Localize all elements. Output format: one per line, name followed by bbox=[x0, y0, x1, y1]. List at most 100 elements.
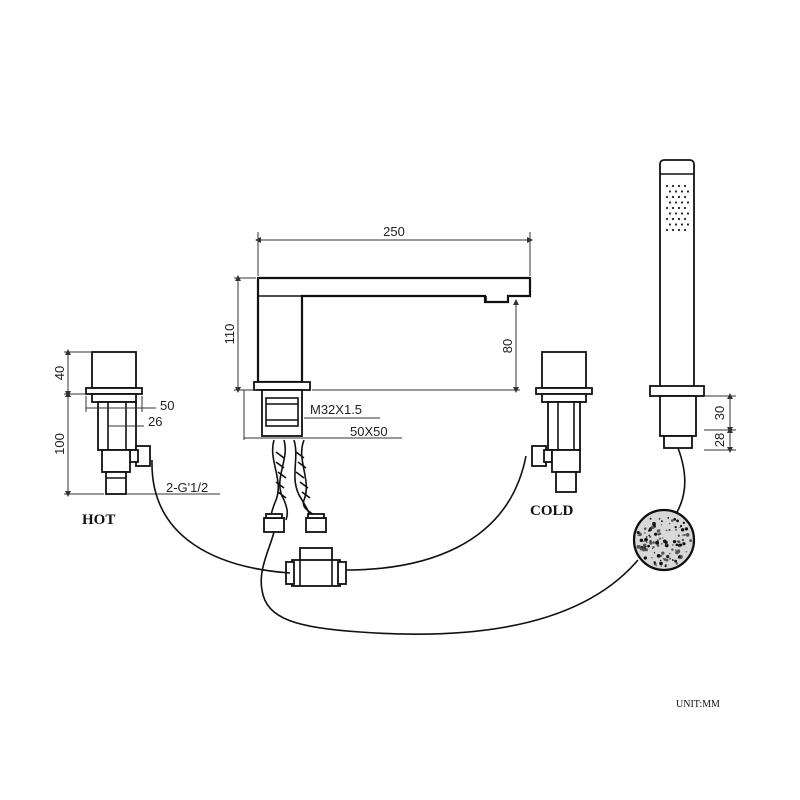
speckle-dot bbox=[675, 543, 679, 547]
speckle-dot bbox=[664, 543, 669, 548]
speckle-dot bbox=[656, 544, 660, 547]
spout-dimensions: 250 110 80 M32X1.5 50X50 bbox=[222, 224, 533, 440]
cold-label: COLD bbox=[530, 503, 574, 519]
speckle-dot bbox=[643, 527, 647, 530]
nozzle-dot bbox=[680, 190, 684, 193]
speckle-dot bbox=[656, 554, 661, 558]
speckle-dot bbox=[660, 520, 663, 523]
speckle-dot bbox=[669, 553, 671, 555]
nozzle-dot bbox=[686, 212, 690, 215]
speckle-dot bbox=[676, 549, 681, 553]
speckle-dot bbox=[657, 533, 659, 535]
speckle-dot bbox=[640, 545, 643, 549]
tee-fitting bbox=[285, 547, 347, 587]
speckle-dot bbox=[672, 544, 674, 546]
nozzle-dot bbox=[671, 184, 675, 188]
speckle-dot bbox=[664, 565, 667, 568]
speckle-dot bbox=[675, 528, 678, 531]
speckle-dot bbox=[644, 537, 648, 542]
nozzle-dot bbox=[674, 212, 678, 215]
nozzle-dot bbox=[668, 201, 672, 204]
nozzle-dot bbox=[686, 201, 690, 204]
speckle-dot bbox=[664, 540, 668, 544]
speckle-dot bbox=[656, 539, 659, 542]
speckle-dot bbox=[655, 540, 660, 545]
speckle-dot bbox=[658, 537, 662, 540]
speckle-dot bbox=[644, 546, 646, 548]
speckle-dot bbox=[642, 543, 647, 548]
speckle-dot bbox=[677, 555, 681, 559]
nozzle-dot bbox=[665, 195, 669, 199]
nozzle-dot bbox=[677, 195, 681, 199]
nozzle-dot bbox=[686, 223, 690, 226]
speckle-dot bbox=[665, 558, 669, 562]
speckle-dot bbox=[682, 542, 686, 546]
speckle-dot bbox=[675, 549, 677, 551]
speckle-dot bbox=[659, 559, 662, 562]
nozzle-dot bbox=[680, 212, 684, 215]
speckle-dot bbox=[649, 535, 652, 538]
braided-hoses bbox=[263, 439, 327, 533]
speckle-dot bbox=[647, 530, 650, 532]
speckle-dot bbox=[660, 565, 662, 567]
speckle-dot bbox=[658, 517, 661, 520]
cold-valve bbox=[531, 351, 593, 493]
speckle-dot bbox=[680, 528, 685, 532]
hand-shower bbox=[649, 159, 705, 449]
speckle-dot bbox=[652, 541, 655, 544]
speckle-dot bbox=[644, 532, 646, 534]
speckle-dot bbox=[649, 517, 652, 520]
speckle-dot bbox=[673, 517, 677, 521]
hose-weight-ball bbox=[632, 508, 696, 572]
speckle-dot bbox=[655, 565, 658, 567]
speckle-dot bbox=[665, 529, 668, 532]
nozzle-dot bbox=[683, 195, 687, 199]
speckle-dot bbox=[661, 551, 665, 555]
dim-outlet-height: 80 bbox=[500, 339, 515, 353]
dim-spout-length: 250 bbox=[383, 224, 405, 239]
nozzle-dot bbox=[665, 217, 669, 221]
speckle-dot bbox=[651, 556, 653, 559]
dim-base-size: 50X50 bbox=[350, 424, 388, 439]
speckle-dot bbox=[668, 528, 671, 532]
speckle-dot bbox=[636, 531, 640, 534]
nozzle-dot bbox=[674, 201, 678, 204]
speckle-dot bbox=[651, 548, 654, 550]
nozzle-dot bbox=[680, 223, 684, 226]
speckle-dot bbox=[685, 551, 688, 553]
speckle-dot bbox=[637, 534, 639, 537]
spout bbox=[253, 276, 532, 437]
speckle-dot bbox=[684, 527, 689, 531]
nozzle-dot bbox=[665, 206, 669, 210]
speckle-dot bbox=[677, 534, 680, 537]
shower-nozzles bbox=[665, 184, 690, 232]
speckle-dot bbox=[671, 559, 674, 561]
speckle-dot bbox=[643, 556, 648, 560]
speckle-dot bbox=[672, 540, 677, 544]
speckle-dot bbox=[678, 543, 681, 547]
speckle-dot bbox=[680, 524, 683, 528]
dim-valve-stem: 26 bbox=[148, 414, 162, 429]
speckle-dot bbox=[660, 524, 663, 526]
speckle-dot bbox=[682, 534, 684, 536]
dim-valve-top: 40 bbox=[52, 366, 67, 380]
speckle-dot bbox=[662, 537, 664, 539]
nozzle-dot bbox=[665, 228, 669, 232]
speckle-dot bbox=[679, 526, 681, 529]
speckle-dot bbox=[656, 529, 660, 533]
speckle-dot bbox=[671, 548, 674, 551]
shower-dimensions: 30 28 bbox=[704, 393, 736, 453]
speckle-dot bbox=[647, 544, 650, 548]
nozzle-dot bbox=[671, 228, 675, 232]
speckle-dot bbox=[639, 538, 644, 543]
speckle-dot bbox=[659, 561, 663, 566]
speckle-dot bbox=[689, 539, 693, 543]
dim-shower-height: 30 bbox=[712, 406, 727, 420]
unit-label: UNIT:MM bbox=[676, 699, 720, 710]
nozzle-dot bbox=[677, 228, 681, 232]
nozzle-dot bbox=[677, 206, 681, 210]
speckle-dot bbox=[666, 554, 670, 559]
speckle-dot bbox=[650, 525, 655, 530]
